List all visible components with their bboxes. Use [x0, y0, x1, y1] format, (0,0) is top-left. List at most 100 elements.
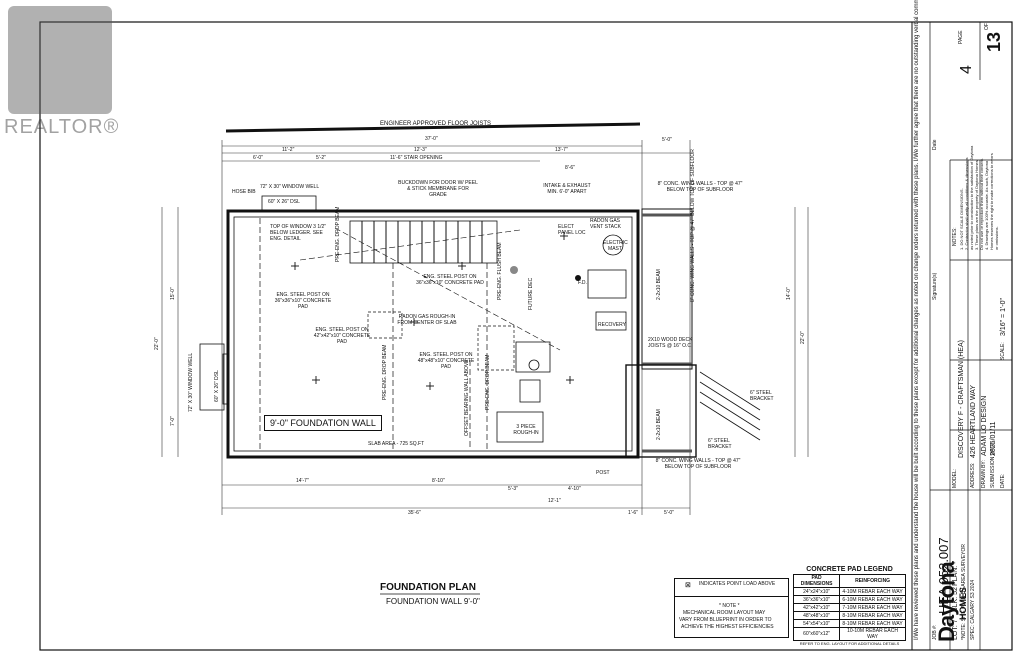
legend-title: CONCRETE PAD LEGEND [806, 566, 893, 573]
dim-bottom-2: 8'-10" [432, 478, 445, 484]
point-load-markers [291, 232, 574, 390]
dsl-left-label: 60" X 26" DSL [214, 370, 220, 402]
date-label: DATE: [1000, 473, 1006, 488]
dsl-top-label: 60" X 26" DSL [268, 199, 300, 205]
foundation-wall-label: 9'-0" FOUNDATION WALL [264, 415, 382, 431]
model-label: MODEL: [952, 468, 958, 488]
flush-beam-label: PRE-ENG. FLUSH BEAM [497, 242, 503, 300]
radon-pipe [510, 266, 518, 274]
legend-table: PAD DIMENSIONS REINFORCING 24"x24"x10"4-… [792, 574, 906, 641]
foundation-walls [199, 195, 761, 459]
intake-label: INTAKE & EXHAUST MIN. 6'-0" APART [543, 183, 591, 195]
dim-bottom-3: 5'-3" [508, 486, 518, 492]
plan-subtitle: FOUNDATION WALL 9'-0" [386, 597, 480, 606]
window-top-note: TOP OF WINDOW 3 1/2" BELOW LEDGER. SEE E… [270, 224, 327, 242]
dim-bottom-1: 14'-7" [296, 478, 309, 484]
legend-row: 60"x60"x12"10-10M REBAR EACH WAY [792, 627, 906, 641]
realtor-watermark: REALTOR® [4, 6, 118, 138]
drop-beam-2-label: PRE-ENG. DROP BEAM [382, 344, 388, 400]
dim-top-8: 8'-6" [565, 165, 575, 171]
submission-value: 2025/01/11 [990, 421, 997, 456]
legend-header-pad: PAD DIMENSIONS [792, 574, 841, 588]
fd-label: F.D. [578, 280, 587, 286]
post-1-label: ENG. STEEL POST ON 36"x36"x10" CONCRETE … [416, 274, 484, 286]
sheet-border [39, 21, 1013, 651]
address-value: 426 HEARTLAND WAY [970, 384, 977, 458]
conc-wing-top-label: 8" CONC. WING WALLS - TOP @ 47" BELOW TO… [657, 181, 743, 193]
steel-bracket-2-label: 6" STEEL BRACKET [708, 438, 732, 450]
page-number: 4 [958, 65, 975, 74]
future-dec-label: FUTURE DEC [528, 277, 534, 310]
steel-bracket-1-label: 6" STEEL BRACKET [750, 390, 774, 402]
joists-arrow [225, 122, 641, 133]
dim-top-7: 11'-6" STAIR OPENING [390, 155, 443, 161]
legend-row: 54"x54"x10"8-10M REBAR EACH WAY [792, 619, 906, 628]
dim-bottom-8: 5'-0" [664, 510, 674, 516]
dim-top-6: 5'-2" [316, 155, 326, 161]
mech-note-title: * NOTE * [719, 603, 740, 609]
legend-row: 36"x36"x10"6-10M REBAR EACH WAY [792, 595, 906, 604]
dim-bottom-7: 1'-6" [628, 510, 638, 516]
signature-label: Signature(s) [932, 272, 938, 300]
dim-top-3: 13'-7" [555, 147, 568, 153]
radon-rough-label: RADON GAS ROUGH-IN FROM CENTER OF SLAB [397, 314, 457, 326]
dim-top-5: 6'-0" [253, 155, 263, 161]
dim-top-2: 12'-3" [414, 147, 427, 153]
concrete-pad-legend: CONCRETE PAD LEGEND PAD DIMENSIONS REINF… [792, 566, 906, 646]
dim-bottom-6: 12'-1" [548, 498, 561, 504]
elec-panel-label: ELECT PANEL LOC [558, 224, 586, 236]
watermark-text: REALTOR® [4, 116, 120, 138]
radon-vent-label: RADON GAS VENT STACK [590, 218, 621, 230]
post-tag-label: POST [596, 470, 610, 476]
dim-bottom-4: 4'-10" [568, 486, 581, 492]
bearing-wall-label: OFFSET BEARING WALL ABOVE [464, 359, 470, 436]
point-load-box: ⊠ INDICATES POINT LOAD ABOVE [675, 579, 788, 597]
drop-beam-3-label: PRE-ENG. DROP BEAM [485, 354, 491, 410]
dim-top-overall: 37'-0" [425, 136, 438, 142]
legend-row: 48"x48"x10"8-10M REBAR EACH WAY [792, 611, 906, 620]
conc-wing-mid-label: 8" CONC. WING WALLS - TOP @ 47" BELOW TO… [690, 149, 696, 302]
beam-2x10-label: 2-2x10 BEAM [656, 269, 662, 300]
dim-top-4: 5'-0" [662, 137, 672, 143]
dim-side-1: 22'-0" [154, 337, 160, 350]
drawn-by-value: ADAM LO DESIGN [981, 395, 988, 456]
legend-header-reinforcing: REINFORCING [839, 574, 906, 588]
window-well-left-label: 72" X 30" WINDOW WELL [188, 352, 194, 412]
beam-2x10-b-label: 2-2x10 BEAM [656, 409, 662, 440]
scale-label: SCALE: [1000, 342, 1006, 360]
floor-drain [575, 275, 581, 281]
mech-note-box: ⊠ INDICATES POINT LOAD ABOVE * NOTE * ME… [674, 578, 789, 638]
drop-beam-1-label: PRE-ENG. DROP BEAM [335, 206, 341, 262]
dim-side-2: 15'-0" [170, 287, 176, 300]
point-load-text: INDICATES POINT LOAD ABOVE [699, 581, 776, 587]
dim-top-1: 11'-2" [282, 147, 295, 153]
address-label: ADDRESS: [970, 462, 976, 488]
legend-footnote: REFER TO ENG. LAYOUT FOR ADDITIONAL DETA… [799, 641, 900, 646]
drawn-by-label: DRAWN BY: [981, 460, 987, 488]
slab-area-label: SLAB AREA - 725 SQ.FT [368, 441, 425, 447]
brand-sub: HOMES [958, 586, 968, 620]
page-of-label: OF [984, 23, 990, 30]
model-value: DISCOVERY F - CRAFTSMAN (HEA) [958, 340, 965, 458]
dim-side-3: 7'-0" [170, 416, 176, 426]
post-4-label: ENG. STEEL POST ON 48"x48"x10" CONCRETE … [417, 352, 475, 370]
title-block-grid [929, 21, 1012, 650]
page-total: 13 [984, 31, 1004, 52]
realtor-logo-icon [8, 6, 112, 114]
mech-note-line-1: MECHANICAL ROOM LAYOUT MAY [683, 610, 766, 616]
post-2-label: ENG. STEEL POST ON 36"x36"x10" CONCRETE … [274, 292, 332, 310]
mech-note-line-2: VARY FROM BLUEPRINT IN ORDER TO [679, 617, 772, 623]
notes-title: NOTES: [952, 227, 958, 246]
legend-row: 42"x42"x10"7-10M REBAR EACH WAY [792, 603, 906, 612]
agreement-text: I/We have reviewed these plans and under… [914, 0, 920, 640]
buckdown-label: BUCKDOWN FOR DOOR W/ PEEL & STICK MEMBRA… [398, 180, 478, 198]
spec-label: SPEC: CALGARY S3 2024 [970, 579, 976, 640]
post-3-label: ENG. STEEL POST ON 42"x42"x10" CONCRETE … [313, 327, 371, 345]
joists-2x10-label: 2X10 WOOD DECK JOISTS @ 16" O.C. [648, 337, 693, 349]
legend-row: 24"x24"x10"4-10M REBAR EACH WAY [792, 587, 906, 596]
recovery-label: RECOVERY [598, 322, 626, 328]
brand-logo: Daytona [934, 562, 959, 642]
point-load-icon: ⊠ [685, 582, 691, 589]
rough-in-label: 3 PIECE ROUGH-IN [513, 424, 539, 436]
